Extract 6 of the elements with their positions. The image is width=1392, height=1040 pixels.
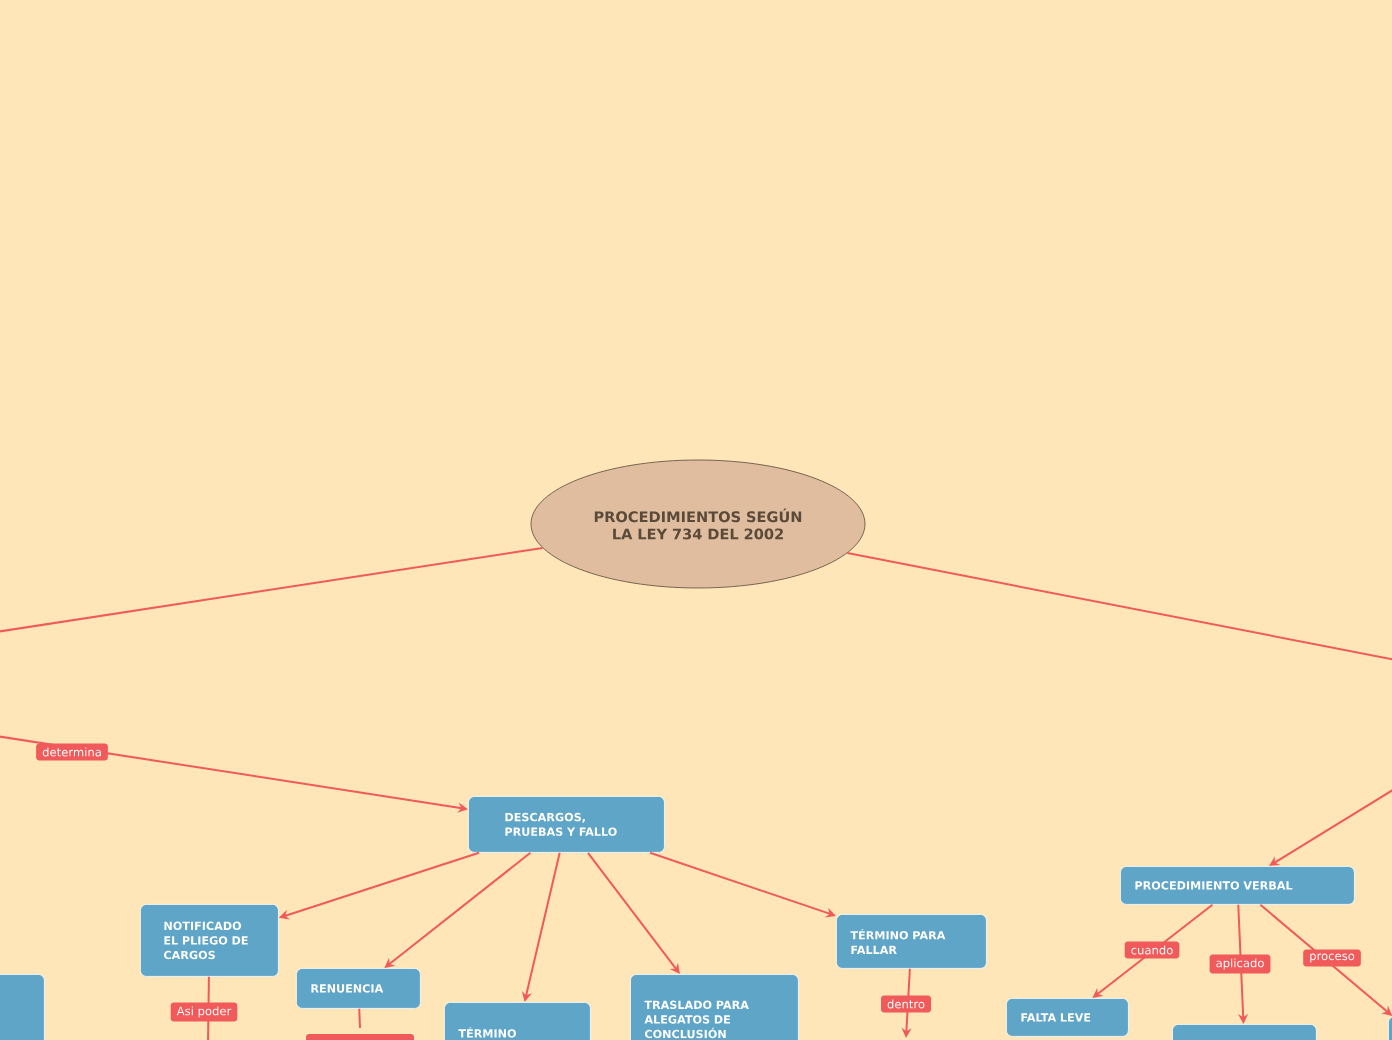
topic-box bbox=[0, 974, 45, 1040]
topic-box bbox=[1172, 1024, 1317, 1040]
arrow bbox=[649, 851, 836, 918]
arrow bbox=[1269, 787, 1392, 866]
arrow bbox=[384, 851, 532, 968]
arrow bbox=[586, 851, 680, 974]
